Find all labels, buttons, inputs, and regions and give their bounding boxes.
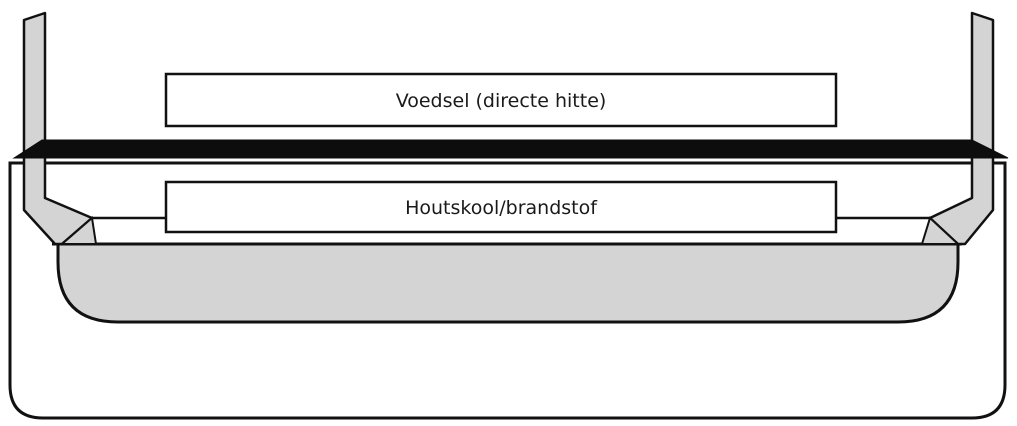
fuel-label: Houtskool/brandstof <box>164 180 838 234</box>
fuel-label-box <box>164 180 838 234</box>
food-label-text: Voedsel (directe hitte) <box>396 90 607 112</box>
food-label: Voedsel (directe hitte) <box>164 72 838 128</box>
cooking-grate <box>12 139 1009 159</box>
left-bracket-corner <box>59 216 98 245</box>
right-bracket-corner <box>920 216 961 245</box>
fuel-label-text: Houtskool/brandstof <box>405 197 598 219</box>
food-label-box <box>164 72 838 128</box>
charcoal-tray <box>56 242 960 324</box>
